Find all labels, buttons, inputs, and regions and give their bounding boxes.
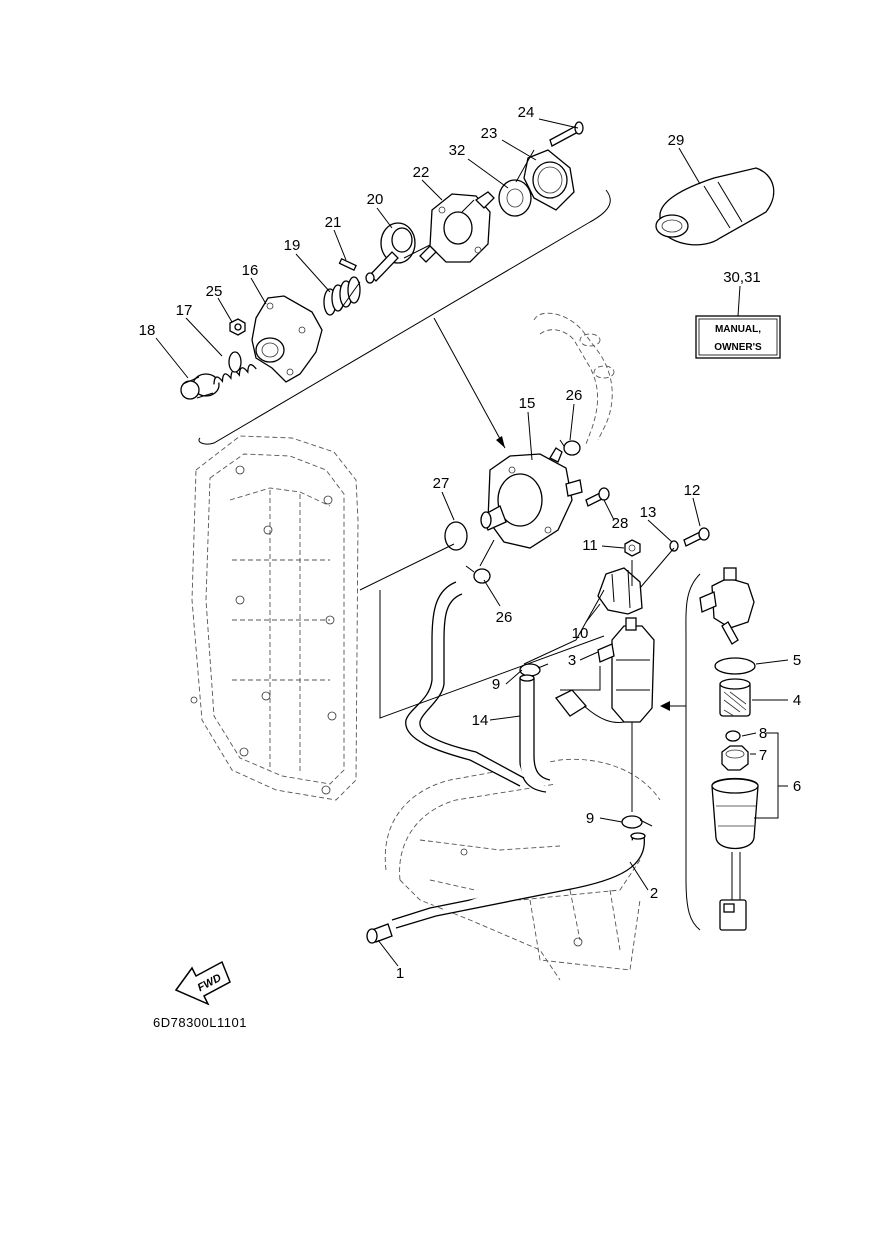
callout-18: 18 xyxy=(139,322,156,339)
callout-1: 1 xyxy=(396,965,404,982)
part-25-nut xyxy=(229,318,246,336)
part-8-clip xyxy=(725,730,741,742)
part-17-spring xyxy=(213,351,257,385)
part-27-o-ring xyxy=(444,521,468,551)
leader-lines xyxy=(155,118,789,967)
part-26-clip-upper xyxy=(559,439,581,456)
callout-26-lower: 26 xyxy=(496,609,513,626)
part-4-element xyxy=(719,678,751,717)
filter-exploded-bracket xyxy=(660,573,701,931)
callout-11: 11 xyxy=(582,537,598,554)
cylinder-block-outline xyxy=(190,435,359,801)
part-16-cover xyxy=(251,295,323,383)
part-6-filter-bowl xyxy=(711,777,759,931)
part-29-sleeve xyxy=(655,167,775,246)
part-12-bolt xyxy=(683,527,710,547)
callout-16: 16 xyxy=(242,262,259,279)
callout-30-31: 30,31 xyxy=(723,269,761,286)
callout-12: 12 xyxy=(684,482,701,499)
part-20-diaphragm xyxy=(365,222,416,284)
part-2-hose xyxy=(391,832,646,929)
filter-connector xyxy=(555,689,625,723)
reference-lines xyxy=(339,149,675,812)
callout-19: 19 xyxy=(284,237,301,254)
part-24-screw xyxy=(549,121,584,147)
part-19-spring xyxy=(323,276,361,316)
callout-23: 23 xyxy=(481,125,498,142)
callout-4: 4 xyxy=(793,692,801,709)
callout-21: 21 xyxy=(325,214,342,231)
callout-5: 5 xyxy=(793,652,801,669)
callout-17: 17 xyxy=(176,302,193,319)
part-10-bracket xyxy=(597,567,643,615)
callout-labels: 24 23 32 22 20 21 19 16 25 17 18 29 30,3… xyxy=(139,104,802,982)
ghost-hose-upper xyxy=(533,312,615,445)
fwd-direction-arrow: FWD xyxy=(174,960,231,1006)
part-14-hose xyxy=(519,674,551,793)
callout-28: 28 xyxy=(612,515,629,532)
callout-20: 20 xyxy=(367,191,384,208)
filter-head-exploded xyxy=(699,567,755,645)
part-32-disc xyxy=(498,179,532,217)
part-13-washer xyxy=(669,540,679,552)
callout-9-upper: 9 xyxy=(492,676,500,693)
callout-14: 14 xyxy=(472,712,489,729)
part-9-clip-upper xyxy=(519,663,549,677)
part-26-clip-lower xyxy=(465,565,491,584)
part-21-pin xyxy=(338,257,357,271)
lower-case-outline xyxy=(384,758,661,981)
callout-9-lower: 9 xyxy=(586,810,594,827)
part-3-filter xyxy=(597,617,655,723)
callout-25: 25 xyxy=(206,283,223,300)
callout-32: 32 xyxy=(449,142,466,159)
pump-subassembly-bracket xyxy=(198,189,611,449)
callout-15: 15 xyxy=(519,395,536,412)
callout-8: 8 xyxy=(759,725,767,742)
callout-10: 10 xyxy=(572,625,589,642)
callout-6: 6 xyxy=(793,778,801,795)
part-15-fuel-pump xyxy=(480,447,583,549)
manual-box-line1: MANUAL, xyxy=(715,324,761,335)
callout-26-upper: 26 xyxy=(566,387,583,404)
part-18-cap xyxy=(180,373,220,400)
main-fuel-hose xyxy=(405,581,525,787)
part-7-nut xyxy=(721,745,749,771)
callout-2: 2 xyxy=(650,885,658,902)
diagram-code: 6D78300L1101 xyxy=(153,1015,247,1030)
part-22-body xyxy=(419,191,495,263)
callout-24: 24 xyxy=(518,104,535,121)
owners-manual-box: MANUAL, OWNER'S xyxy=(695,315,781,359)
part-1-fitting xyxy=(366,923,393,944)
part-5-o-ring xyxy=(714,657,756,675)
callout-29: 29 xyxy=(668,132,685,149)
callout-22: 22 xyxy=(413,164,430,181)
callout-7: 7 xyxy=(759,747,767,764)
part-23-cover xyxy=(523,149,575,211)
manual-box-line2: OWNER'S xyxy=(714,342,762,353)
callout-3: 3 xyxy=(568,652,576,669)
callout-13: 13 xyxy=(640,504,657,521)
callout-27: 27 xyxy=(433,475,450,492)
part-11-nut xyxy=(624,539,641,557)
part-9-clip-lower xyxy=(621,815,653,829)
